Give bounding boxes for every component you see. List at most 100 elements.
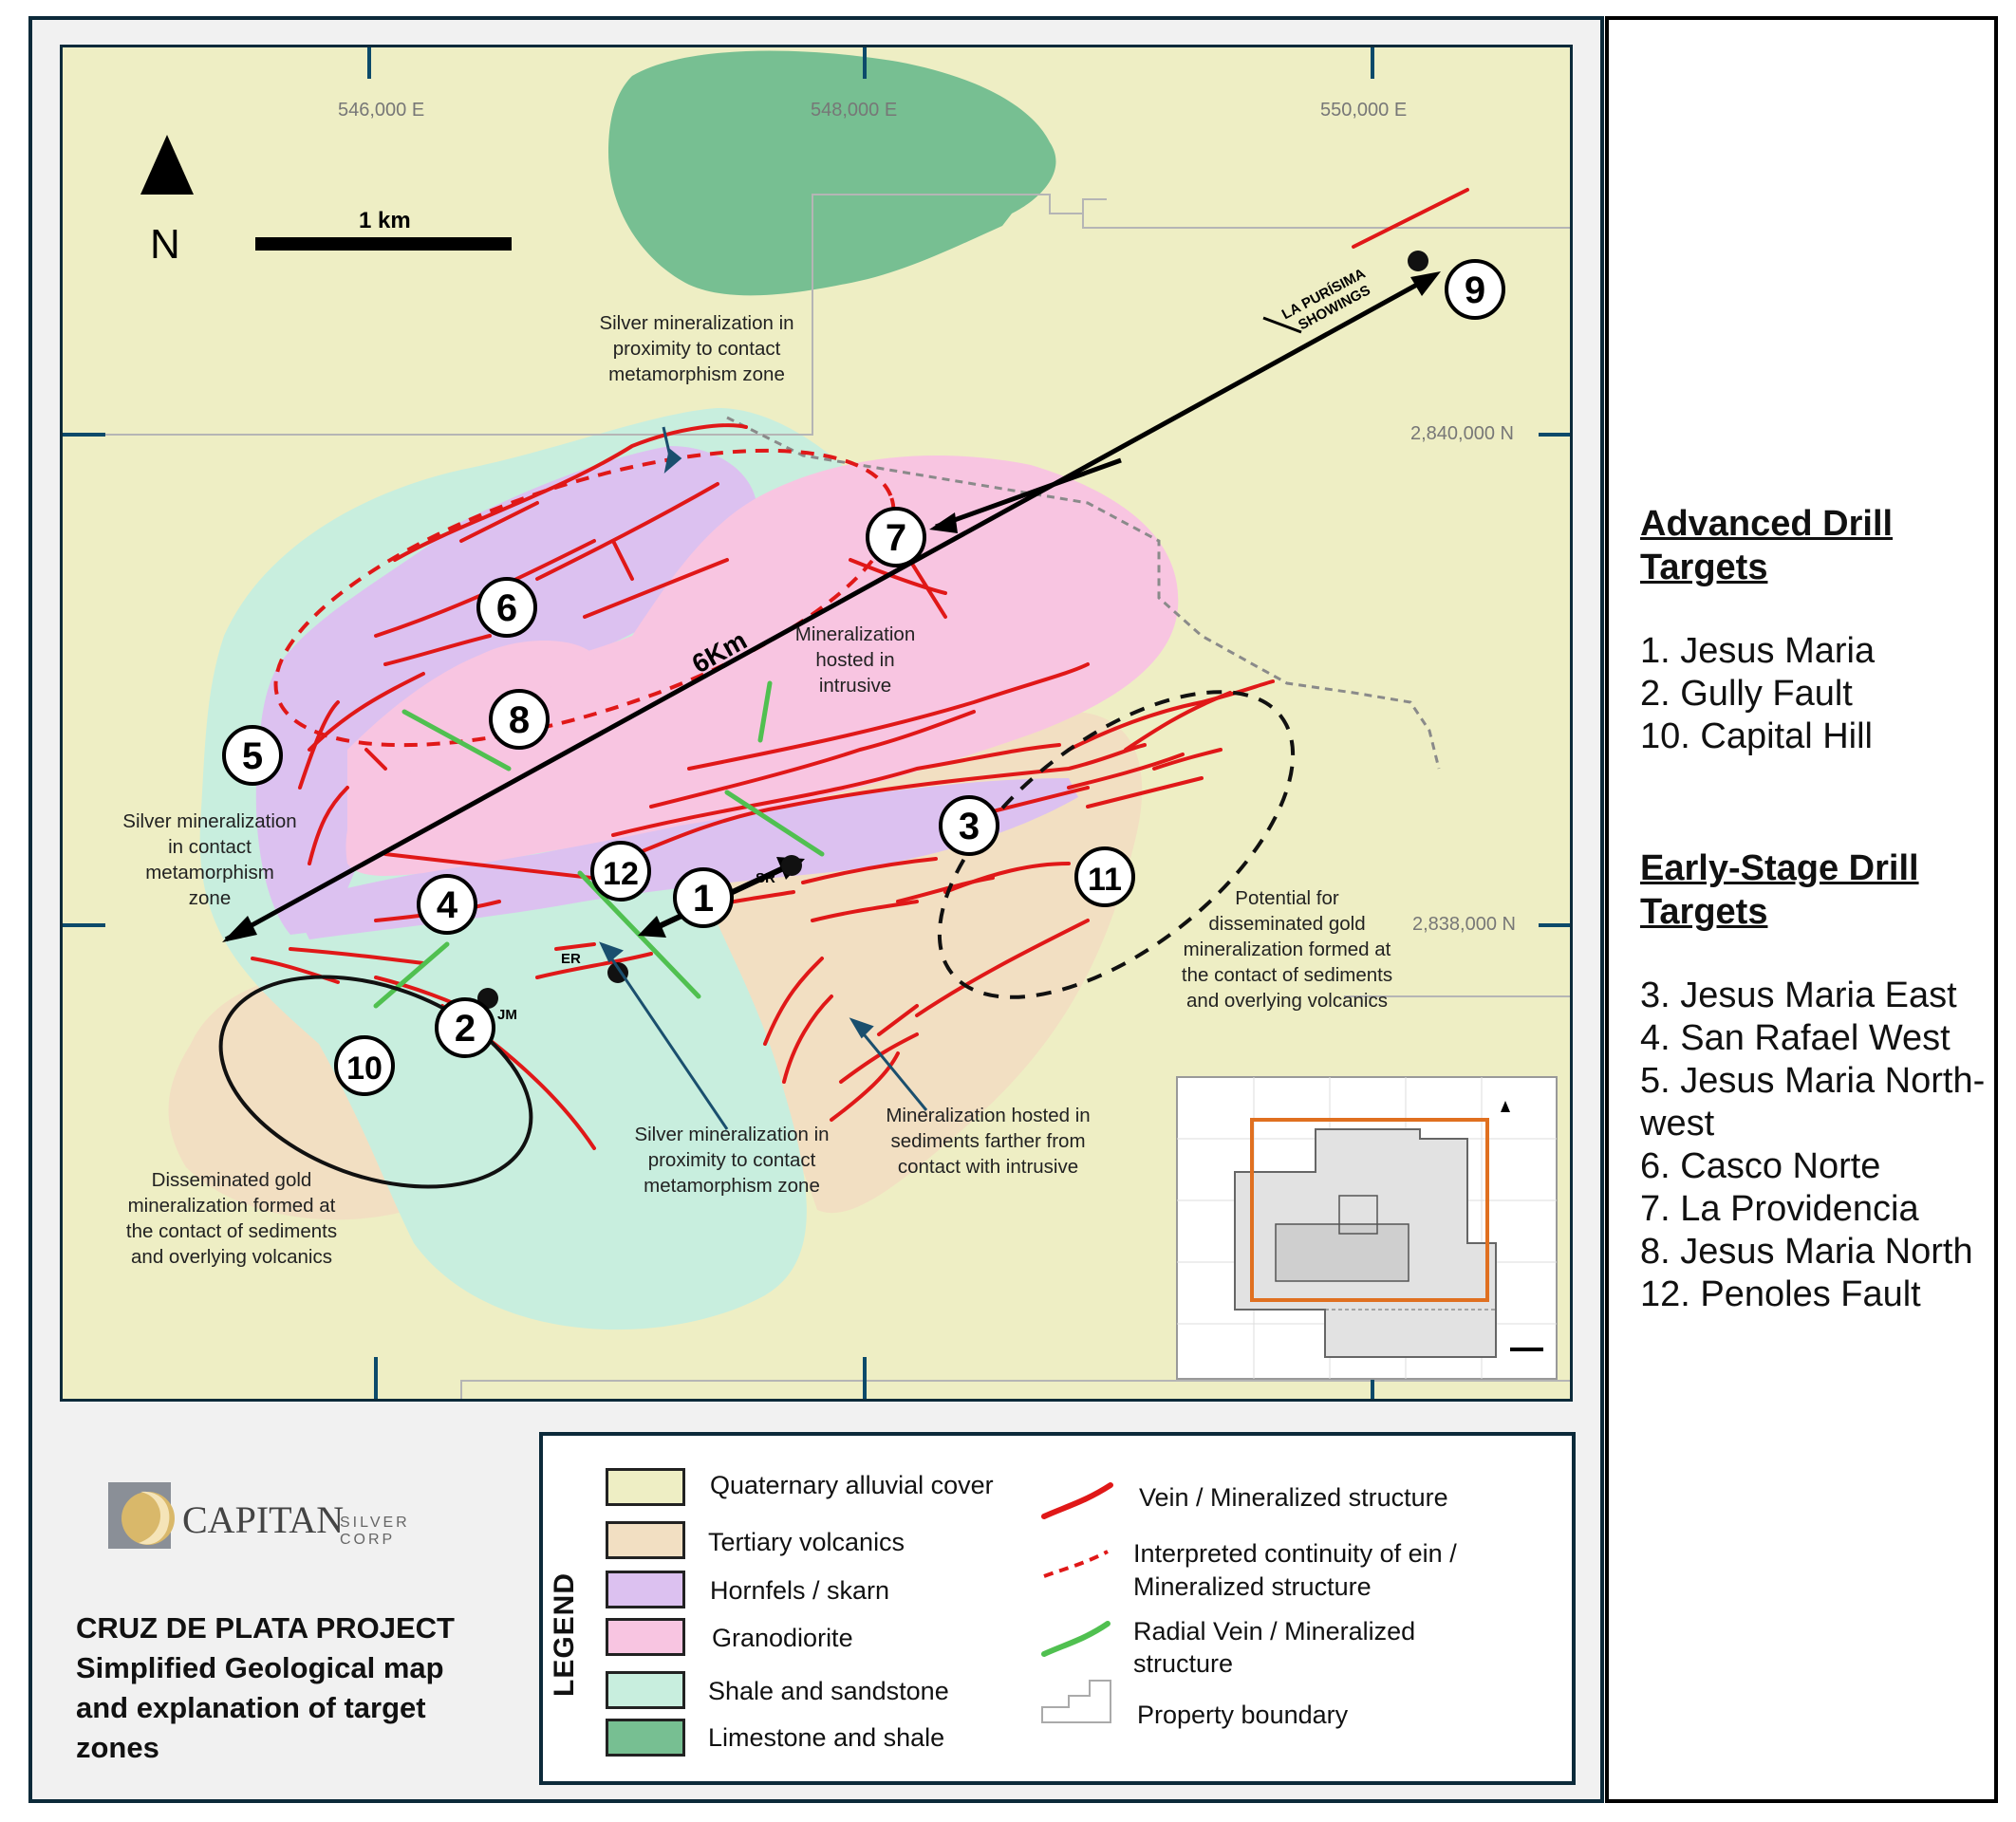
annotation-7-line2: mineralization formed at [128, 1195, 336, 1217]
target-3[interactable]: 3 [939, 795, 999, 856]
scale-bar [255, 237, 512, 251]
annotation-2-line1: Mineralization [795, 623, 915, 645]
label-interpreted-2: Mineralized structure [1133, 1572, 1372, 1601]
annotation-1-line2: proximity to contact [613, 338, 781, 360]
svg-text:12: 12 [603, 856, 639, 892]
label-shale: Shale and sandstone [708, 1677, 949, 1705]
annotation-4-line5: and overlying volcanics [1186, 990, 1388, 1012]
coord-n2: 2,838,000 N [1412, 914, 1516, 935]
annotation-7-line4: and overlying volcanics [131, 1246, 332, 1268]
map-legend: LEGEND Quaternary alluvial cover Tertiar… [539, 1432, 1576, 1785]
target-11-zone [937, 690, 1296, 999]
annotation-4-line4: the contact of sediments [1182, 964, 1392, 986]
early-list: 3. Jesus Maria East 4. San Rafael West 5… [1640, 975, 1991, 1316]
target-2[interactable]: 2 [435, 997, 495, 1058]
target-5[interactable]: 5 [222, 725, 283, 786]
label-radial-2: structure [1133, 1649, 1234, 1678]
svg-text:4: 4 [437, 884, 458, 926]
annotation-5-line2: sediments farther from [890, 1130, 1085, 1152]
early-item: 6. Casco Norte [1640, 1146, 1881, 1186]
early-item: 5. Jesus Maria North- [1640, 1061, 1986, 1101]
title-line: zones [76, 1731, 159, 1764]
label-alluvial: Quaternary alluvial cover [710, 1471, 994, 1499]
target-6[interactable]: 6 [476, 577, 537, 638]
swatch-granodiorite [606, 1618, 685, 1656]
capitan-logo-icon [108, 1482, 175, 1549]
vein-structures [251, 188, 1469, 1150]
early-item: 7. La Providencia [1640, 1189, 1919, 1229]
swatch-hornfels [606, 1571, 685, 1608]
title-line: Simplified Geological map [76, 1651, 444, 1684]
swatch-volcanics [606, 1521, 685, 1559]
target-11[interactable]: 11 [1074, 846, 1135, 907]
target-4[interactable]: 4 [417, 874, 477, 935]
annotation-3-line4: zone [189, 887, 231, 909]
annotation-3-line3: metamorphism [145, 862, 274, 883]
target-1[interactable]: 1 [673, 867, 734, 928]
annotation-4-line2: disseminated gold [1208, 913, 1365, 935]
annotation-3-line2: in contact [168, 836, 252, 858]
target-10[interactable]: 10 [334, 1035, 395, 1096]
title-line: and explanation of target [76, 1691, 426, 1724]
svg-text:5: 5 [242, 735, 263, 777]
svg-text:10: 10 [346, 1050, 383, 1087]
arrow-head-ne [1410, 271, 1441, 296]
target-8[interactable]: 8 [489, 689, 550, 750]
target-markers: 1 2 3 4 5 6 7 8 9 10 11 12 [222, 259, 1505, 1096]
label-volcanics: Tertiary volcanics [708, 1528, 905, 1556]
geological-map: 546,000 E 548,000 E 550,000 E 2,840,000 … [60, 45, 1573, 1402]
coord-e3: 550,000 E [1320, 100, 1407, 121]
label-hornfels: Hornfels / skarn [710, 1576, 890, 1605]
north-arrow-icon [140, 135, 194, 195]
arrow-head-sw [222, 916, 257, 942]
label-radial-1: Radial Vein / Mineralized [1133, 1617, 1416, 1645]
annotation-4-line1: Potential for [1235, 887, 1339, 909]
scale-label: 1 km [359, 208, 411, 233]
label-boundary: Property boundary [1137, 1701, 1349, 1729]
swatch-alluvial [606, 1468, 685, 1506]
svg-text:7: 7 [886, 517, 906, 559]
label-interpreted-1: Interpreted continuity of ein / [1133, 1539, 1457, 1568]
target-7[interactable]: 7 [866, 507, 926, 567]
coord-n1: 2,840,000 N [1410, 423, 1514, 444]
brand-name: CAPITAN [182, 1498, 345, 1541]
arrow-1-head-er [638, 916, 666, 938]
arrow-head-7 [929, 512, 958, 533]
label-vein: Vein / Mineralized structure [1139, 1483, 1448, 1512]
annotation-5-line1: Mineralization hosted in [886, 1105, 1090, 1126]
brand-suffix: SILVER CORP [340, 1515, 410, 1548]
swatch-limestone [606, 1719, 685, 1757]
early-item: 12. Penoles Fault [1640, 1274, 1921, 1314]
showings-pointer [1262, 316, 1302, 334]
target-9[interactable]: 9 [1445, 259, 1505, 320]
annotation-3-line1: Silver mineralization [122, 810, 296, 832]
early-item: 3. Jesus Maria East [1640, 976, 1957, 1015]
targets-sidebar: Advanced Drill Targets 1. Jesus Maria 2.… [1605, 16, 1998, 1803]
early-heading: Early-Stage Drill Targets [1640, 848, 1919, 932]
inset-location-map [1176, 1076, 1558, 1380]
svg-text:6: 6 [496, 587, 517, 629]
svg-text:2: 2 [455, 1008, 476, 1050]
interpreted-vein-ellipse [273, 448, 896, 748]
annotation-5-line3: contact with intrusive [898, 1156, 1078, 1178]
project-title: CRUZ DE PLATA PROJECT Simplified Geologi… [76, 1608, 513, 1768]
annotation-2-line2: hosted in [815, 649, 894, 671]
advanced-item: 1. Jesus Maria [1640, 631, 1876, 671]
annotation-6-line3: metamorphism zone [644, 1175, 820, 1197]
early-item: west [1640, 1104, 1715, 1143]
annotation-2-line3: intrusive [819, 675, 891, 697]
annotation-1-line1: Silver mineralization in [599, 312, 793, 334]
coord-e2: 548,000 E [811, 100, 897, 121]
target-12[interactable]: 12 [590, 841, 651, 902]
svg-text:1: 1 [693, 878, 714, 920]
early-item: 4. San Rafael West [1640, 1018, 1951, 1058]
annotation-6-line1: Silver mineralization in [634, 1124, 829, 1145]
advanced-list: 1. Jesus Maria 2. Gully Fault 10. Capita… [1640, 630, 1991, 758]
annotation-7-line3: the contact of sediments [126, 1220, 337, 1242]
title-line: CRUZ DE PLATA PROJECT [76, 1611, 455, 1645]
annotation-4-line3: mineralization formed at [1184, 939, 1391, 960]
hornfels-unit [255, 446, 757, 935]
annotation-pointers [599, 426, 928, 1130]
